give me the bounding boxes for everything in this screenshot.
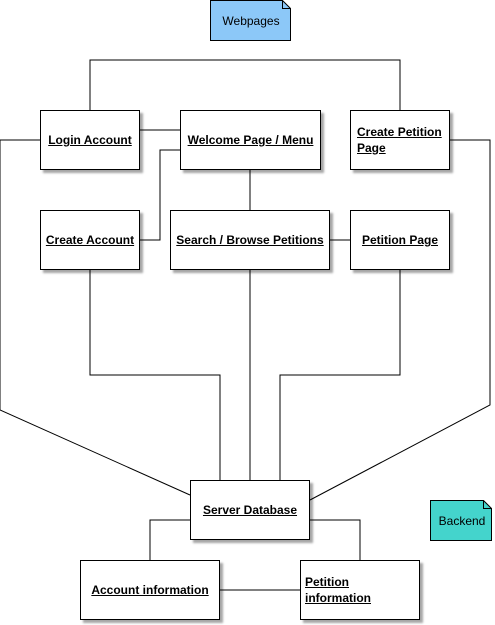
- server-database-label: Server Database: [202, 503, 298, 517]
- petition-information-box: Petition information: [300, 560, 420, 620]
- create-petition-page-label-line2: Page: [357, 141, 386, 155]
- backend-note-label: Backend: [438, 514, 486, 528]
- line-server-to-account-info: [149, 519, 190, 560]
- login-account-label: Login Account: [48, 133, 132, 147]
- note-fold: [483, 500, 492, 509]
- welcome-page-label: Welcome Page / Menu: [187, 133, 314, 147]
- line-create-account-to-server: [89, 270, 221, 480]
- note-shape: [210, 0, 291, 41]
- login-account-box: Login Account: [40, 110, 140, 170]
- line-create-petition-to-server: [309, 139, 491, 501]
- line-server-to-petition-info: [310, 519, 361, 560]
- search-browse-box: Search / Browse Petitions: [170, 210, 330, 270]
- line-login-to-server: [0, 139, 191, 496]
- create-account-label: Create Account: [45, 233, 135, 247]
- welcome-page-box: Welcome Page / Menu: [180, 110, 321, 170]
- petition-information-label: Petition information: [305, 575, 371, 605]
- note-body: [430, 500, 492, 541]
- backend-note: Backend: [430, 500, 494, 542]
- search-browse-label: Search / Browse Petitions: [176, 233, 324, 247]
- webpages-note: Webpages: [210, 0, 292, 42]
- line-login-to-create-petition: [89, 59, 401, 110]
- account-information-box: Account information: [80, 560, 220, 620]
- webpages-note-label: Webpages: [222, 14, 280, 28]
- create-petition-page-label-line1: Create Petition: [357, 125, 442, 139]
- note-body: [210, 0, 291, 41]
- note-shape: [430, 500, 492, 541]
- petition-page-box: Petition Page: [350, 210, 450, 270]
- create-petition-page-box: Create Petition Page: [350, 110, 450, 170]
- petition-page-label: Petition Page: [361, 233, 438, 247]
- line-petition-page-to-server: [279, 270, 401, 480]
- server-database-box: Server Database: [190, 480, 310, 540]
- note-fold: [282, 0, 291, 9]
- account-information-label: Account information: [91, 583, 209, 597]
- create-account-box: Create Account: [40, 210, 140, 270]
- line-create-account-to-welcome: [140, 149, 180, 241]
- create-petition-page-label: Create Petition Page: [357, 124, 442, 156]
